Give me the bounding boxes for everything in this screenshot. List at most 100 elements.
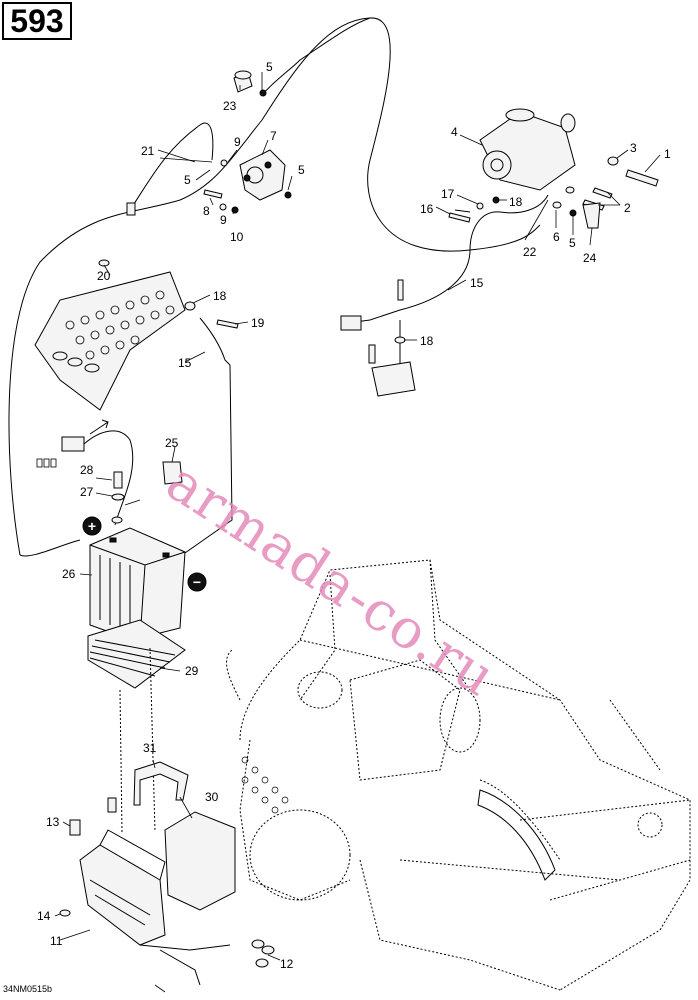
washer-12c xyxy=(255,958,269,968)
callout-3: 3 xyxy=(630,141,637,155)
negative-symbol: − xyxy=(193,574,201,590)
pad-29 xyxy=(87,619,186,689)
washer-12b xyxy=(261,945,275,955)
strap-31 xyxy=(133,761,189,806)
left-loop-cable xyxy=(19,539,81,557)
callout-15-left: 15 xyxy=(178,356,192,370)
washer-27 xyxy=(111,493,125,501)
page-number-box: 593 xyxy=(2,2,72,40)
callout-9-top: 9 xyxy=(234,135,241,149)
washer-9-top xyxy=(220,159,228,167)
screw-28 xyxy=(113,471,123,489)
solenoid-7 xyxy=(239,149,286,201)
callout-21: 21 xyxy=(141,144,155,158)
callout-5-mid: 5 xyxy=(298,163,305,177)
page-number: 593 xyxy=(10,2,64,39)
cable-main-loop xyxy=(8,17,541,556)
bolt-13 xyxy=(69,819,81,836)
exhaust-pipe xyxy=(477,789,556,881)
connector-15 xyxy=(340,315,362,331)
callout-19: 19 xyxy=(251,316,265,330)
callout-15-right: 15 xyxy=(470,276,484,290)
callout-5-right: 5 xyxy=(569,236,576,250)
callout-25: 25 xyxy=(165,436,179,450)
callout-11: 11 xyxy=(50,934,63,948)
nut-5-top xyxy=(259,89,267,97)
bolt-2a xyxy=(592,187,613,199)
screw-8 xyxy=(203,189,223,199)
bolt-19 xyxy=(216,319,239,329)
callout-5-left: 5 xyxy=(184,173,191,187)
battery-26 xyxy=(89,527,186,641)
washer-9-bottom xyxy=(219,203,227,211)
callout-16: 16 xyxy=(420,202,434,216)
chassis-engine xyxy=(226,559,691,991)
wire-23 xyxy=(261,17,371,96)
bolt-13b xyxy=(107,797,117,813)
terminal-nut xyxy=(111,516,123,524)
callout-13: 13 xyxy=(46,815,60,829)
wire-15b xyxy=(454,209,471,213)
washer-14 xyxy=(59,909,71,917)
callout-2: 2 xyxy=(624,201,631,215)
screw-18-top xyxy=(397,279,404,301)
callout-26: 26 xyxy=(62,567,76,581)
positive-symbol: + xyxy=(88,518,96,534)
relay-stud xyxy=(368,344,376,364)
callout-10: 10 xyxy=(230,230,244,244)
assembly-line-1 xyxy=(119,689,123,833)
washer-6 xyxy=(552,201,562,209)
callout-8: 8 xyxy=(203,204,210,218)
cable-negative xyxy=(174,364,233,561)
callout-14: 14 xyxy=(37,909,51,923)
shield-30 xyxy=(164,811,236,911)
callout-12: 12 xyxy=(280,957,294,971)
positive-symbol-badge xyxy=(82,516,102,536)
connector-plug xyxy=(61,436,85,452)
nut-10 xyxy=(231,206,239,214)
chassis-shield-holes xyxy=(241,756,289,814)
callout-31: 31 xyxy=(143,741,157,755)
callout-28: 28 xyxy=(80,463,94,477)
callout-7: 7 xyxy=(270,129,277,143)
washer-12a xyxy=(251,939,265,949)
cable-15-left xyxy=(199,317,231,366)
callout-5-top: 5 xyxy=(266,60,273,74)
washer-3b xyxy=(565,186,575,194)
cable-22 xyxy=(354,194,549,323)
washer-3 xyxy=(607,156,619,166)
cable-21 xyxy=(129,122,214,211)
callout-20: 20 xyxy=(97,269,111,283)
callout-27: 27 xyxy=(80,485,94,499)
callout-29: 29 xyxy=(185,664,199,678)
callout-18-relay: 18 xyxy=(420,334,434,348)
cap-23 xyxy=(233,70,253,93)
cap-25 xyxy=(162,461,183,485)
battery-tray-11 xyxy=(79,829,231,986)
callout-18-top: 18 xyxy=(509,195,523,209)
callout-18-left: 18 xyxy=(213,289,227,303)
assembly-line-2 xyxy=(149,647,156,833)
callout-17: 17 xyxy=(441,187,455,201)
callout-24: 24 xyxy=(583,251,597,265)
cable-21-terminal xyxy=(126,202,136,216)
callout-22: 22 xyxy=(523,245,537,259)
washer-18-mid xyxy=(394,336,406,344)
starter-4 xyxy=(479,108,576,191)
callout-9-bottom: 9 xyxy=(220,213,227,227)
screw-16 xyxy=(448,212,471,223)
callout-6: 6 xyxy=(553,230,560,244)
shield-plate xyxy=(34,271,186,411)
bolt-bottom xyxy=(154,984,166,993)
negative-symbol-badge xyxy=(187,572,207,592)
arrow-positive xyxy=(89,419,109,435)
washer-17 xyxy=(476,202,484,210)
washer-20 xyxy=(98,259,110,267)
nut-5-mid xyxy=(284,191,292,199)
callouts: 1 2 3 4 5 5 5 5 6 7 8 9 9 10 11 12 13 14… xyxy=(37,60,671,971)
callout-4: 4 xyxy=(451,125,458,139)
boot-24 xyxy=(582,202,601,229)
callout-30: 30 xyxy=(205,790,219,804)
relay-box xyxy=(371,361,416,397)
bolt-1 xyxy=(625,169,659,187)
